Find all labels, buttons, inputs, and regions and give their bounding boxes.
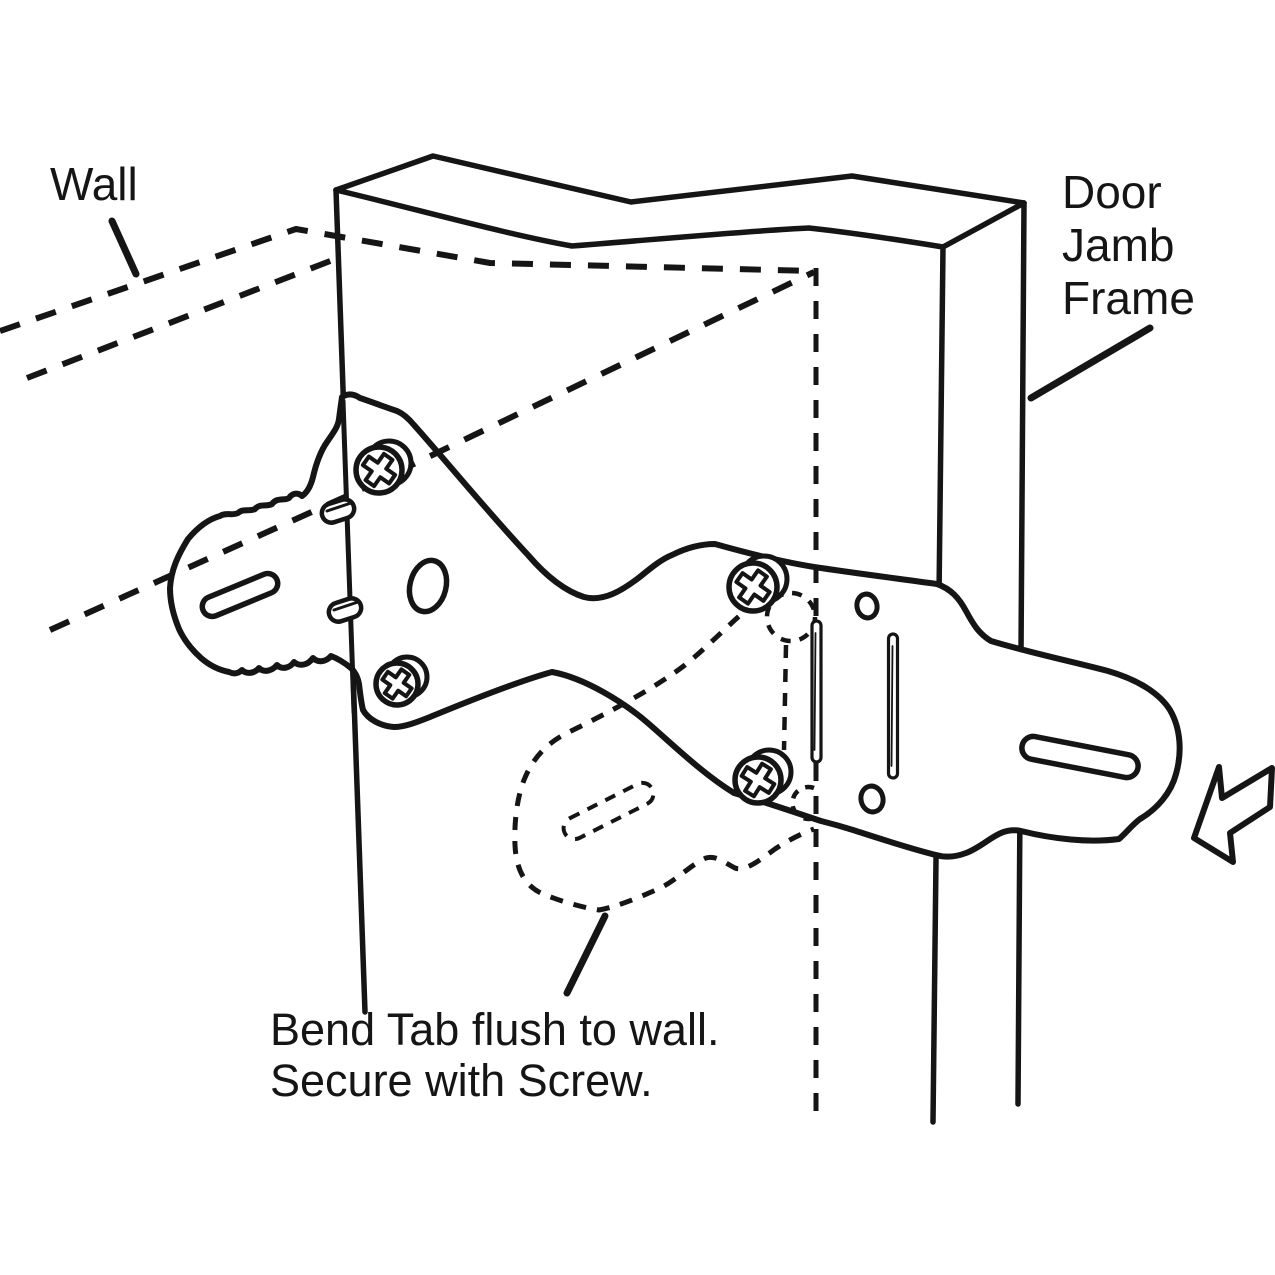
wall-leader-line [108, 217, 140, 278]
jamb-top-rear-edge [333, 153, 1027, 206]
horizontal-slot [1019, 733, 1141, 781]
wall-label-text: Wall [50, 158, 138, 210]
wall-top-rear-dashed-line [0, 226, 815, 334]
door-jamb-frame-leader-line [1027, 324, 1154, 402]
vertical-slot-right [886, 632, 900, 780]
direction-arrow-icon [1191, 764, 1275, 865]
bend-tab-leader-line [563, 912, 609, 997]
bend-tab-note-line2: Secure with Screw. [270, 1055, 653, 1106]
hidden-screw-hole-dashed-circle-top [764, 590, 818, 644]
bend-tab-note-line1: Bend Tab flush to wall. [270, 1004, 720, 1055]
hidden-dashed-overlays [48, 268, 819, 1122]
unbent-tab-dashed-outline [512, 599, 815, 913]
bracket-fold-line [340, 398, 357, 715]
unbent-tab-dashed-slot [561, 780, 656, 842]
wall-top-front-dashed-line [25, 255, 340, 381]
oval-hole [406, 557, 450, 615]
bend-tab-note-label: Bend Tab flush to wall. Secure with Scre… [270, 1004, 719, 1106]
vertical-slot-left [810, 619, 823, 764]
hidden-slot-dashed-line [781, 644, 789, 751]
left-tab-slot [199, 570, 281, 620]
hidden-screw-hole-dashed-arc-bottom [790, 784, 815, 822]
door-jamb-frame-label-line1: Door [1062, 166, 1162, 218]
fold-louver-bottom [326, 596, 364, 624]
jamb-top-front-edge [333, 187, 946, 250]
security-bracket-plate [167, 391, 1183, 860]
door-jamb-frame-label: Door Jamb Frame [1062, 166, 1195, 325]
leader-lines [108, 217, 1154, 997]
screw-icon [373, 654, 430, 708]
door-jamb-frame-label-line3: Frame [1062, 272, 1195, 324]
screw-icon [732, 747, 794, 806]
fold-louver-top [319, 497, 357, 525]
wall-hidden-edges [0, 226, 815, 381]
screws [353, 438, 794, 806]
screw-icon [353, 438, 414, 496]
wall-label: Wall [50, 161, 138, 207]
door-jamb-frame-label-line2: Jamb [1062, 219, 1175, 271]
screw-icon [726, 553, 790, 614]
bracket-features [199, 497, 1141, 815]
jamb-top-right-edge [940, 200, 1027, 250]
round-hole-top [854, 591, 880, 621]
bracket-outline [167, 391, 1183, 860]
round-hole-bottom [858, 783, 886, 815]
